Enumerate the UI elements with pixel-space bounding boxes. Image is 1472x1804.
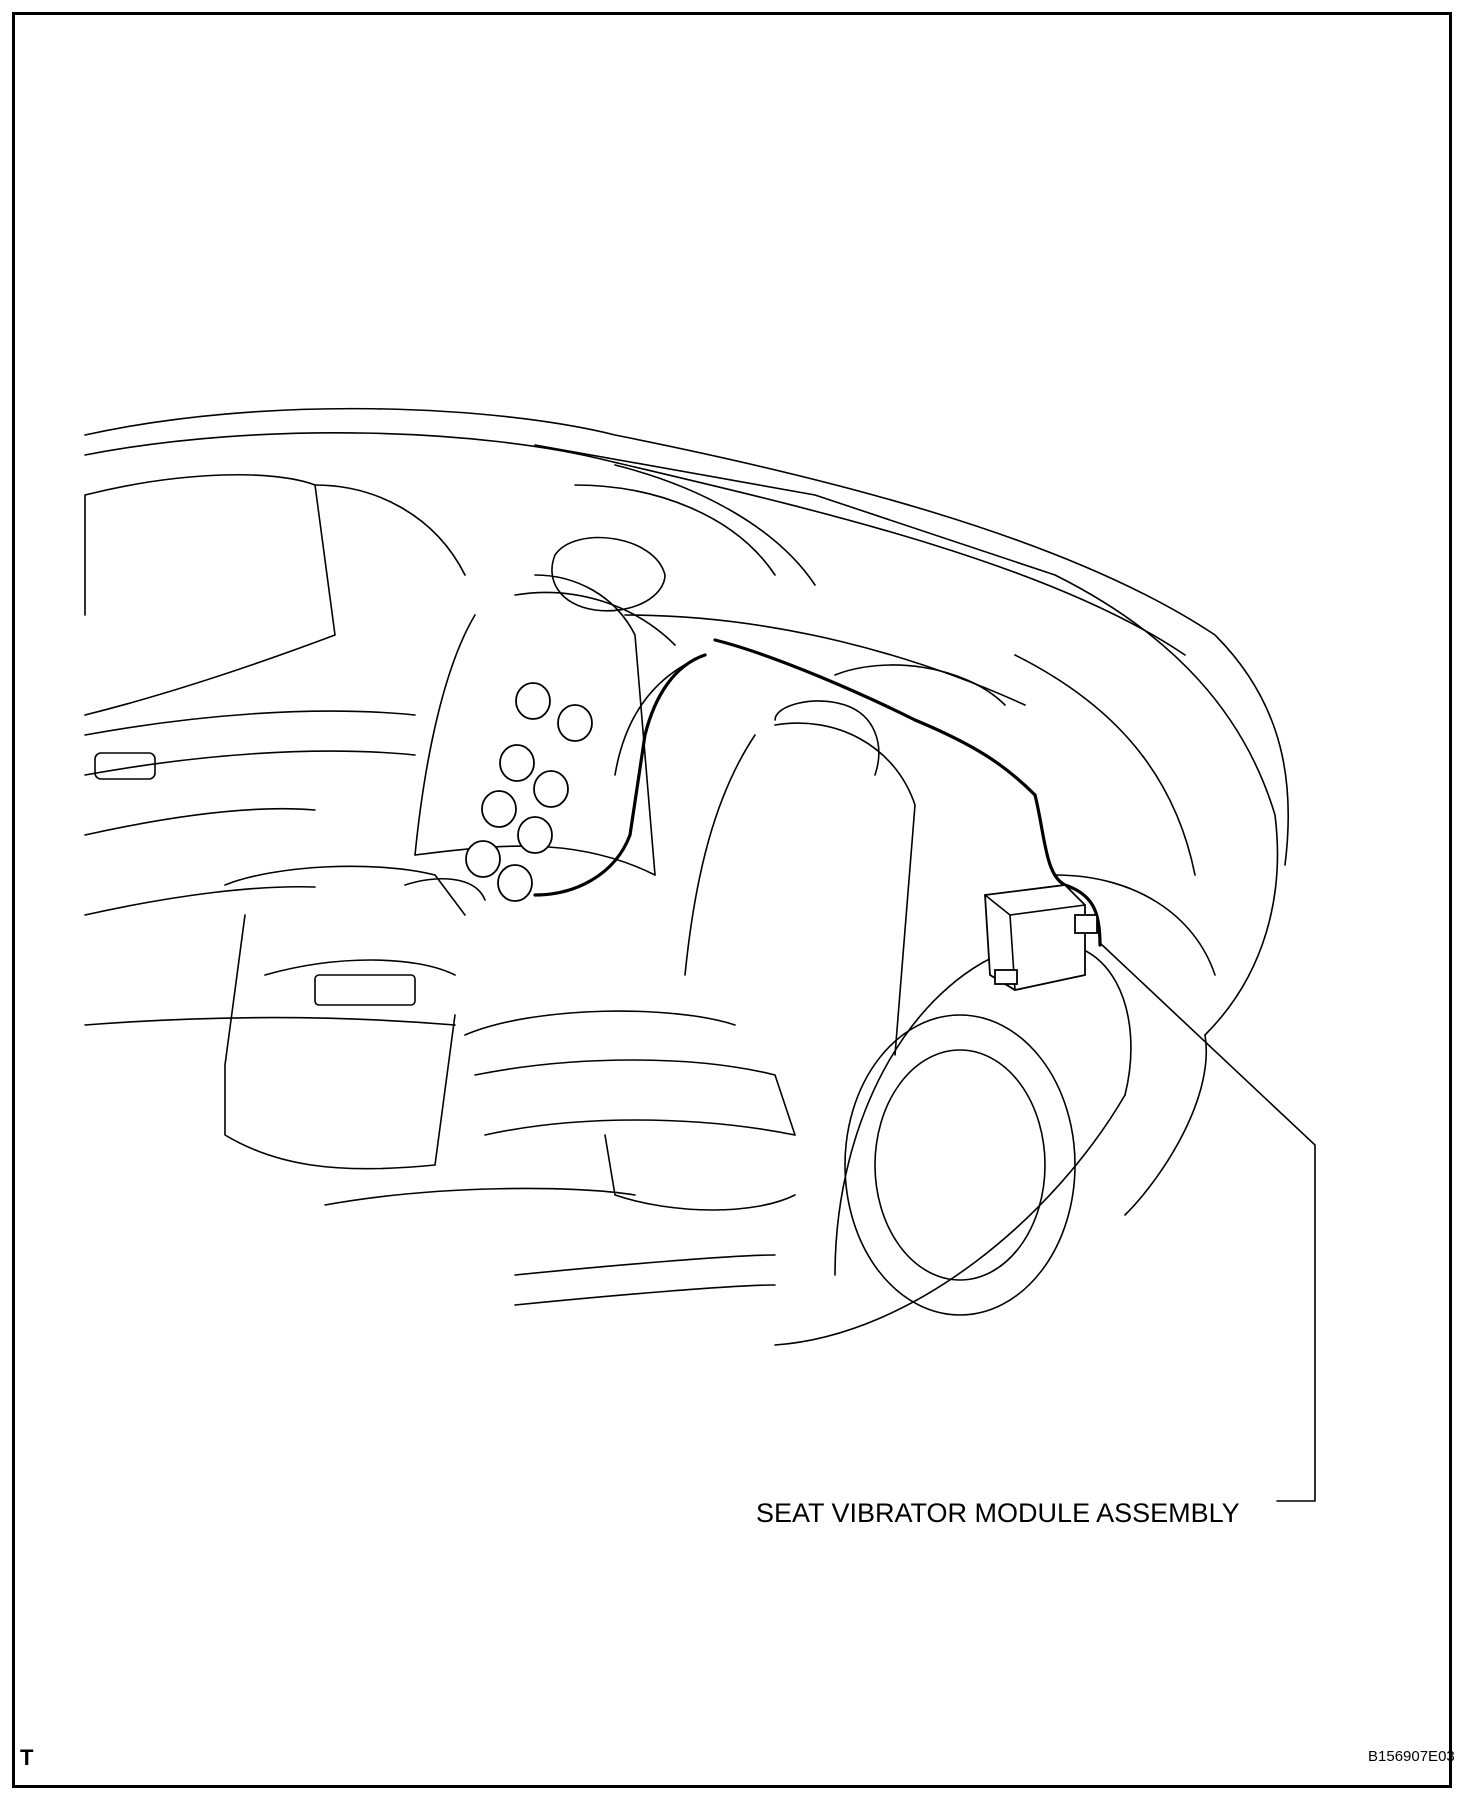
- module-callout-label: SEAT VIBRATOR MODULE ASSEMBLY: [756, 1498, 1240, 1528]
- seat-vibrator-module: [984, 884, 1098, 991]
- car-interior-illustration: [84, 407, 1316, 1502]
- callout-leader: [1099, 942, 1316, 1502]
- figure-id: B156907E03: [1368, 1748, 1455, 1765]
- corner-mark: T: [20, 1745, 34, 1770]
- diagram-frame: [12, 12, 1452, 1788]
- vibrator-units: [465, 682, 593, 902]
